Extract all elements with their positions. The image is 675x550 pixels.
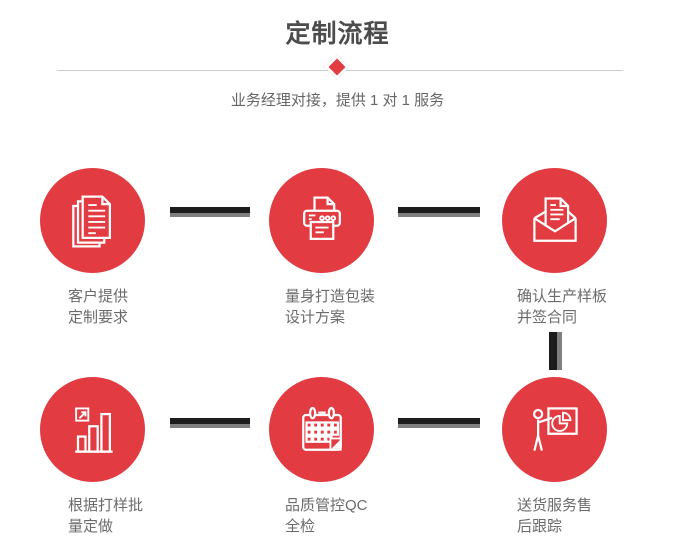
step-circle-calendar [269, 377, 374, 482]
connector-step4-step5 [170, 418, 250, 428]
step-circle-printer [269, 168, 374, 273]
step-label-line2: 并签合同 [517, 309, 578, 326]
step-circle-envelope [502, 168, 607, 273]
step-label-line1: 品质管控QC [285, 497, 368, 514]
page-title: 定制流程 [285, 20, 390, 48]
diamond-ornament-icon [324, 54, 350, 80]
step-label-line1: 客户提供 [68, 288, 129, 305]
step-label-line1: 根据打样批 [68, 497, 144, 514]
calendar-icon [301, 406, 342, 451]
step-label-line2: 设计方案 [285, 309, 346, 326]
connector-step2-step3 [398, 207, 480, 217]
step-circle-presentation [502, 377, 607, 482]
step-label: 品质管控QC 全检 [285, 495, 368, 537]
presentation-icon [532, 406, 578, 451]
connector-step3-step6 [549, 332, 562, 370]
step-label-line2: 全检 [285, 518, 316, 535]
connector-step1-step2 [170, 207, 250, 217]
subtitle: 业务经理对接，提供 1 对 1 服务 [230, 92, 445, 109]
step-label: 送货服务售 后跟踪 [517, 495, 592, 537]
step-label: 客户提供 定制要求 [68, 286, 128, 328]
step-label-line2: 后跟踪 [517, 518, 563, 535]
bar-chart-icon [74, 407, 113, 453]
step-label-line1: 送货服务售 [517, 497, 593, 514]
step-label: 量身打造包装 设计方案 [285, 286, 375, 328]
connector-step5-step6 [398, 418, 480, 428]
printer-icon [302, 195, 341, 240]
step-label: 根据打样批 量定做 [68, 495, 143, 537]
documents-icon [71, 195, 111, 247]
step-label: 确认生产样板 并签合同 [517, 286, 607, 328]
step-label-line1: 确认生产样板 [517, 288, 608, 305]
step-circle-documents [40, 168, 145, 273]
step-label-line2: 定制要求 [68, 309, 129, 326]
envelope-icon [532, 196, 577, 242]
step-label-line2: 量定做 [68, 518, 114, 535]
step-label-line1: 量身打造包装 [285, 288, 376, 305]
step-circle-bar-chart [40, 377, 145, 482]
